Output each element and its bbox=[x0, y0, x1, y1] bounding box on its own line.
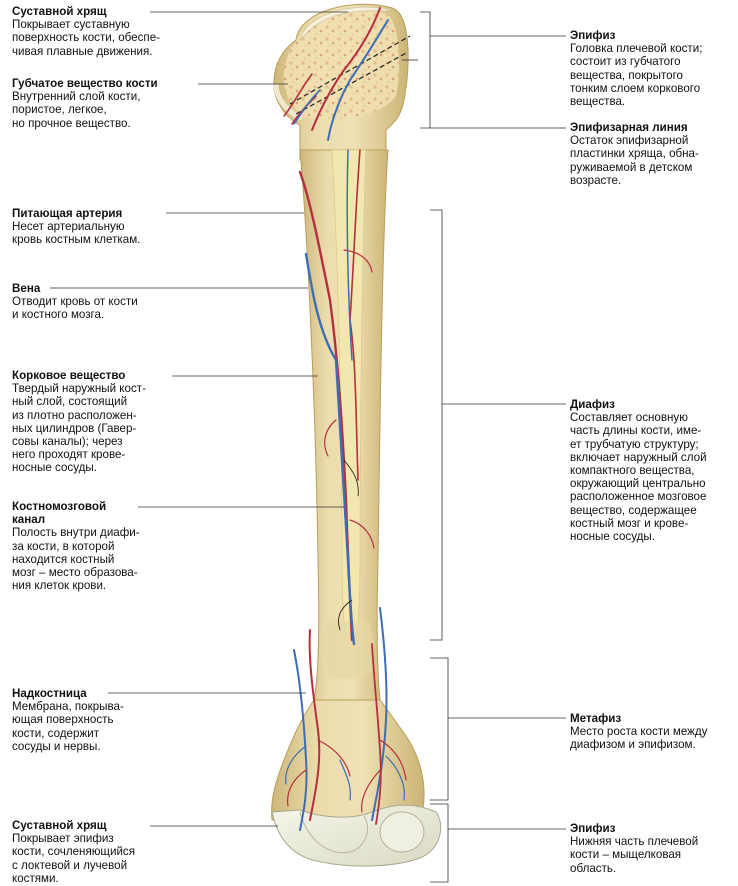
proximal-epiphysis bbox=[273, 3, 411, 165]
epiphyseal-line bbox=[289, 35, 411, 105]
label-text: Покрывает суставную поверхность кости, о… bbox=[12, 18, 161, 58]
label-title: Питающая артерия bbox=[12, 207, 123, 220]
label-articular-cartilage-top: Суставной хрящ Покрывает суставную повер… bbox=[12, 5, 212, 58]
label-title: Эпифизарная линия bbox=[570, 121, 688, 134]
label-text: Внутренний слой кости, пористое, легкое,… bbox=[12, 90, 141, 130]
label-text: Твердый наружный кост- ный слой, состоящ… bbox=[12, 382, 146, 475]
label-text: Полость внутри диафи- за кости, в которо… bbox=[12, 526, 140, 593]
label-diaphysis: Диафиз Составляет основную часть длины к… bbox=[570, 398, 734, 543]
label-text: Составляет основную часть длины кости, и… bbox=[570, 411, 707, 544]
label-cortical-bone: Корковое вещество Твердый наружный кост-… bbox=[12, 369, 212, 475]
vein bbox=[304, 252, 356, 646]
label-title: Эпифиз bbox=[570, 29, 616, 42]
label-vein: Вена Отводит кровь от кости и костного м… bbox=[12, 282, 212, 322]
label-text: Нижняя часть плечевой кости – мыщелковая… bbox=[570, 835, 699, 875]
label-title: Эпифиз bbox=[570, 822, 616, 835]
label-text: Место роста кости между диафизом и эпифи… bbox=[570, 725, 708, 752]
label-title: Корковое вещество bbox=[12, 369, 126, 382]
label-title: Суставной хрящ bbox=[12, 5, 107, 18]
leader-lines bbox=[50, 11, 566, 883]
blood-vessels bbox=[283, 7, 407, 831]
label-epiphyseal-line: Эпифизарная линия Остаток эпифизарной пл… bbox=[570, 121, 734, 187]
label-text: Несет артериальную кровь костным клеткам… bbox=[12, 220, 141, 247]
label-metaphysis: Метафиз Место роста кости между диафизом… bbox=[570, 712, 734, 752]
label-articular-cartilage-bottom: Суставной хрящ Покрывает эпифиз кости, с… bbox=[12, 819, 212, 885]
label-text: Покрывает эпифиз кости, сочленяющийся с … bbox=[12, 832, 135, 885]
label-text: Головка плечевой кости; состоит из губча… bbox=[570, 42, 703, 109]
label-epiphysis-top: Эпифиз Головка плечевой кости; состоит и… bbox=[570, 29, 734, 108]
label-title: Костномозговой канал bbox=[12, 500, 107, 527]
label-text: Отводит кровь от кости и костного мозга. bbox=[12, 295, 138, 322]
diaphysis-shape bbox=[299, 149, 389, 701]
label-nutrient-artery: Питающая артерия Несет артериальную кров… bbox=[12, 207, 212, 247]
articular-cartilage-top bbox=[299, 6, 394, 42]
label-title: Надкостница bbox=[12, 687, 87, 700]
label-title: Губчатое вещество кости bbox=[12, 77, 158, 90]
label-text: Остаток эпифизарной пластинки хряща, обн… bbox=[570, 134, 699, 187]
label-title: Метафиз bbox=[570, 712, 622, 725]
label-periosteum: Надкостница Мембрана, покрыва- ющая пове… bbox=[12, 687, 212, 753]
label-text: Мембрана, покрыва- ющая поверхность кост… bbox=[12, 700, 124, 753]
label-epiphysis-bottom: Эпифиз Нижняя часть плечевой кости – мыщ… bbox=[570, 822, 734, 875]
label-title: Вена bbox=[12, 282, 41, 295]
label-title: Суставной хрящ bbox=[12, 819, 107, 832]
distal-epiphysis bbox=[271, 699, 442, 867]
label-spongy-bone: Губчатое вещество кости Внутренний слой … bbox=[12, 77, 212, 130]
label-medullary-cavity: Костномозговой канал Полость внутри диаф… bbox=[12, 500, 212, 592]
label-title: Диафиз bbox=[570, 398, 615, 411]
